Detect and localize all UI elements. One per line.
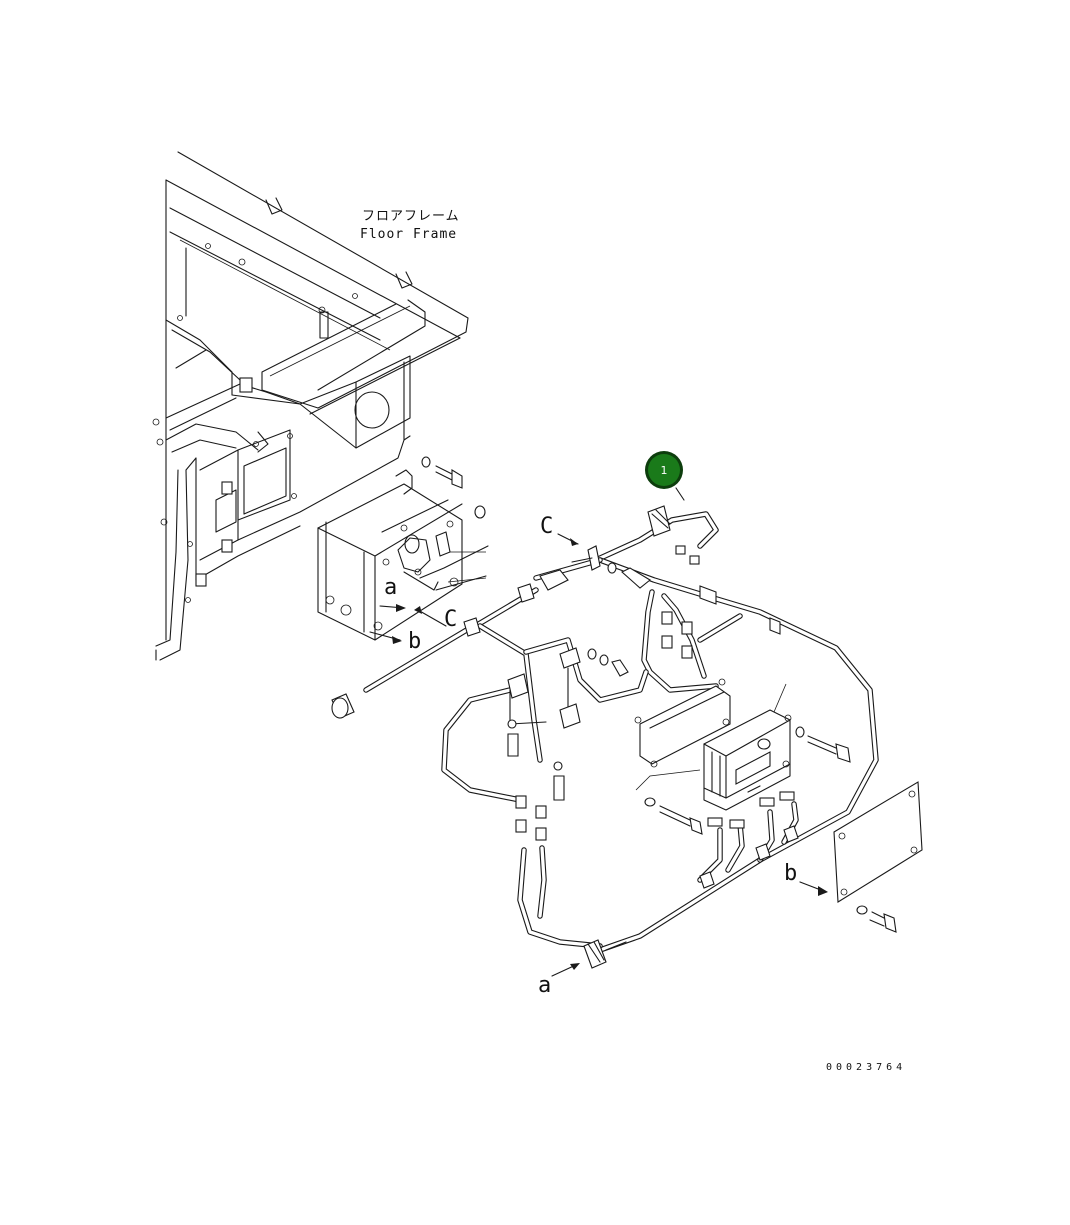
view-marker-c-upper: C	[540, 514, 553, 539]
view-marker-b-upper: b	[408, 629, 421, 654]
callout-1[interactable]: 1	[645, 451, 683, 489]
harness-hardware	[331, 505, 799, 969]
view-marker-c-lower: C	[444, 607, 457, 632]
view-marker-a-upper: a	[384, 575, 397, 600]
floor-frame	[152, 151, 469, 661]
view-marker-b-lower: b	[784, 861, 797, 886]
callout-1-fill	[648, 454, 680, 486]
view-marker-a-lower: a	[538, 973, 551, 998]
frame-label-en: Floor Frame	[360, 227, 457, 242]
controller-unit	[634, 678, 851, 835]
callout-1-label: 1	[661, 464, 668, 477]
frame-label-jp: フロアフレーム	[362, 209, 460, 224]
control-box	[317, 456, 489, 641]
view-arrows	[369, 533, 828, 977]
cover-plate	[833, 781, 923, 933]
part-number: 00023764	[826, 1062, 906, 1073]
